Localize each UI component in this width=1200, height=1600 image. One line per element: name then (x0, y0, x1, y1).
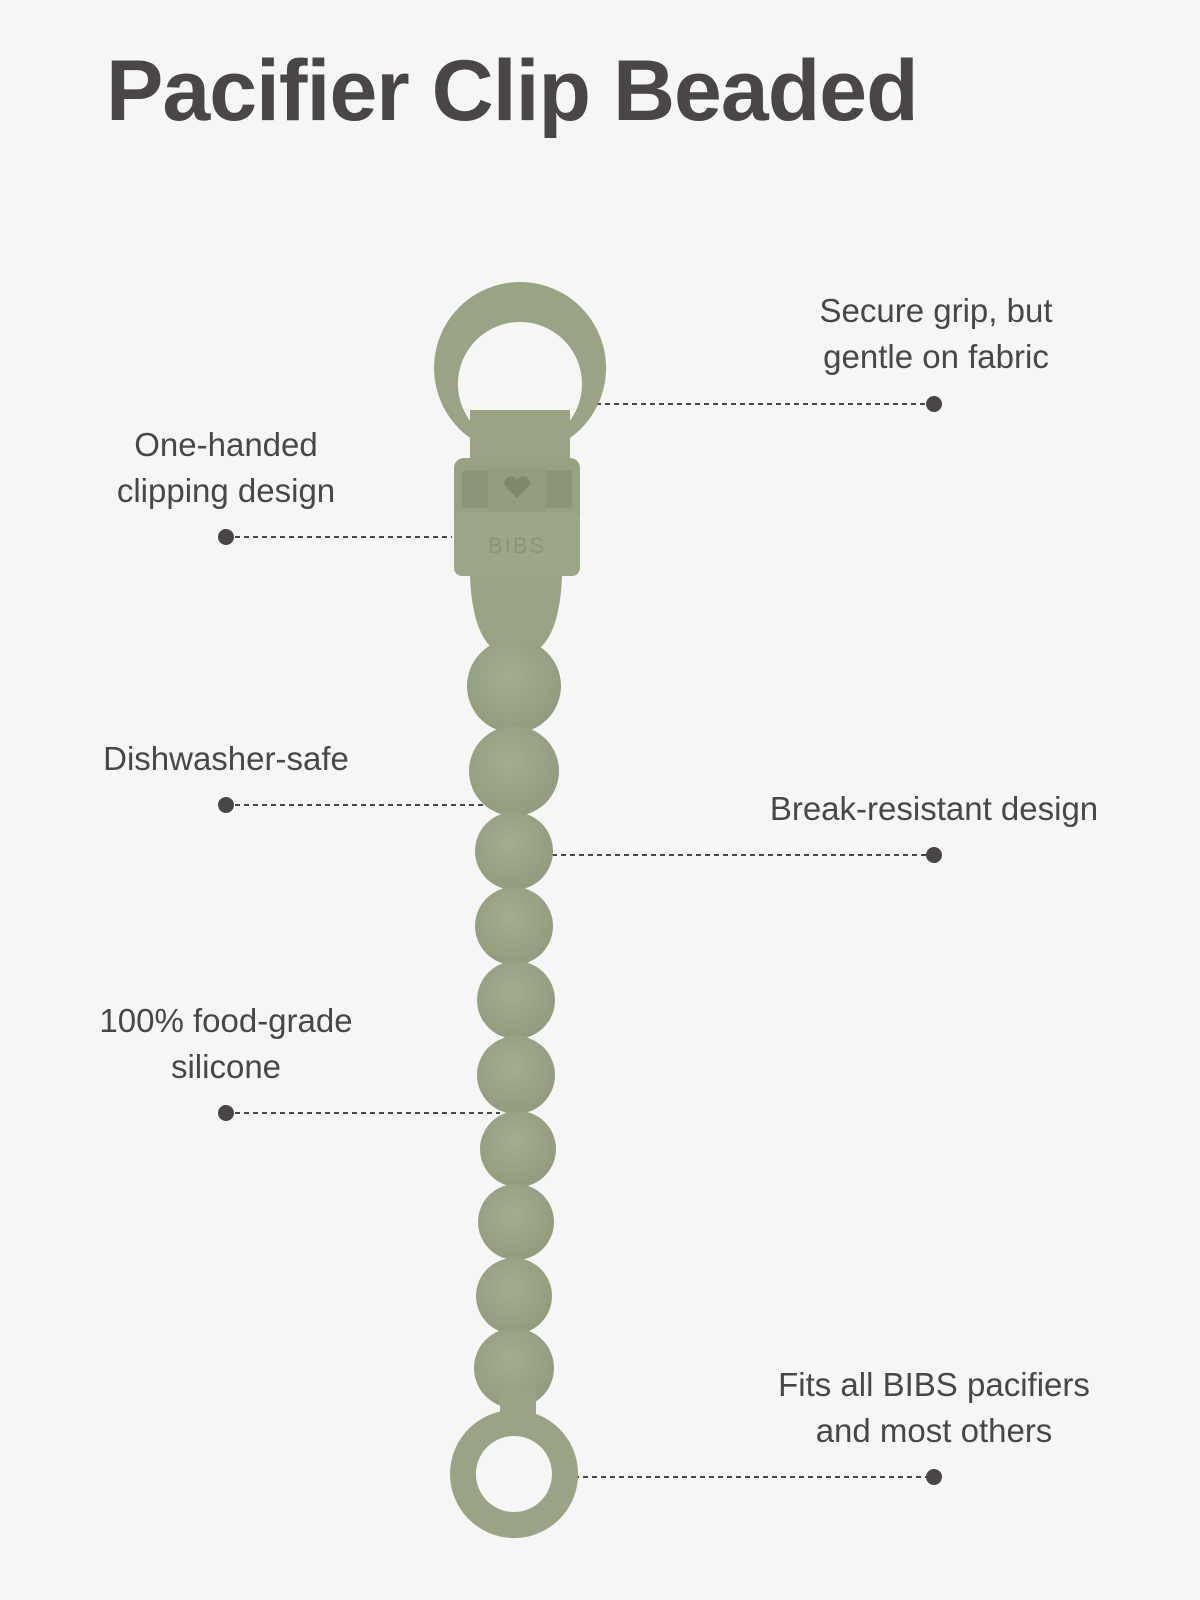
feature-break-resistant-line-1: Break-resistant design (769, 790, 1099, 827)
feature-secure-grip-line-2: gentle on fabric (823, 338, 1049, 375)
brand-mark: BIBS (488, 533, 546, 558)
feature-food-grade: 100% food-grade silicone (76, 998, 376, 1090)
feature-break-resistant: Break-resistant design (744, 786, 1124, 832)
page-title: Pacifier Clip Beaded (106, 43, 919, 139)
feature-one-handed: One-handed clipping design (90, 422, 362, 514)
feature-fits-pacifiers: Fits all BIBS pacifiers and most others (754, 1362, 1114, 1454)
bead (480, 1111, 556, 1187)
clip-block: BIBS (454, 458, 580, 576)
leader-lines (226, 403, 934, 1478)
bead (477, 961, 555, 1039)
top-ring (434, 282, 607, 470)
feature-food-grade-line-1: 100% food-grade (99, 1002, 353, 1039)
feature-fits-pacifiers-line-1: Fits all BIBS pacifiers (778, 1366, 1090, 1403)
leader-dot-dishwasher (218, 797, 234, 813)
leader-dot-fits-pacifiers (926, 1469, 942, 1485)
bead (477, 1036, 555, 1114)
bead-chain (467, 639, 561, 1408)
bead (476, 1258, 552, 1334)
feature-dishwasher: Dishwasher-safe (76, 736, 376, 782)
bead (475, 887, 553, 965)
feature-food-grade-line-2: silicone (170, 1048, 282, 1085)
leader-dot-one-handed (218, 529, 234, 545)
heart-icon (504, 476, 530, 498)
leader-dot-break-resistant (926, 847, 942, 863)
bead (467, 639, 561, 733)
feature-fits-pacifiers-line-2: and most others (815, 1412, 1053, 1449)
feature-secure-grip-line-1: Secure grip, but (819, 292, 1053, 329)
leader-dots (218, 396, 942, 1485)
bead (478, 1184, 554, 1260)
bead (474, 1328, 554, 1408)
clip-neck (470, 576, 562, 648)
feature-dishwasher-line-1: Dishwasher-safe (103, 740, 349, 777)
bead (475, 812, 553, 890)
feature-secure-grip: Secure grip, but gentle on fabric (800, 288, 1072, 380)
bead (469, 726, 559, 816)
leader-dot-secure-grip (926, 396, 942, 412)
feature-one-handed-line-1: One-handed (134, 426, 318, 463)
feature-one-handed-line-2: clipping design (116, 472, 336, 509)
bottom-ring (450, 1390, 579, 1538)
leader-dot-food-grade (218, 1105, 234, 1121)
